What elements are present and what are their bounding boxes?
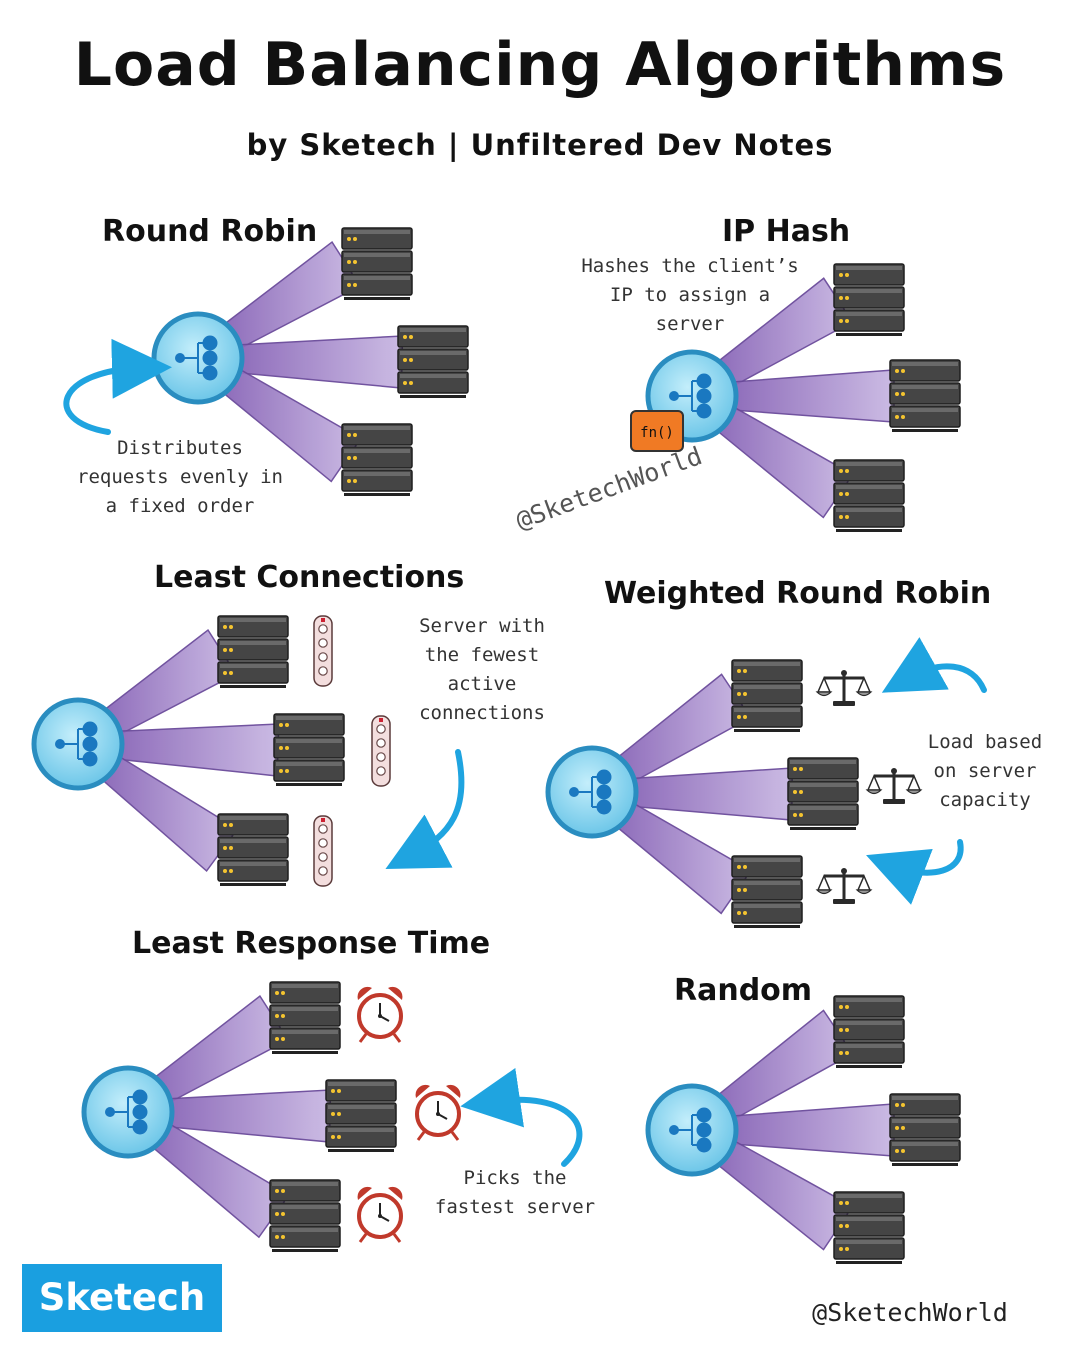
least-connections-server-rack-icon-1 bbox=[217, 615, 289, 688]
least-response-time-heading: Least Response Time bbox=[132, 926, 491, 961]
ip-hash-server-rack-icon-2 bbox=[889, 359, 961, 432]
balance-scale-icon-3 bbox=[815, 868, 873, 904]
social-handle: @SketechWorld bbox=[812, 1298, 1008, 1327]
power-strip-icon-3 bbox=[313, 815, 333, 887]
power-strip-icon-1 bbox=[313, 615, 333, 687]
least-response-time-curved-arrow-icon bbox=[460, 1067, 583, 1167]
round-robin-server-rack-icon-1 bbox=[341, 227, 413, 300]
least-connections-server-rack-icon-2 bbox=[273, 713, 345, 786]
weighted-round-robin-heading: Weighted Round Robin bbox=[604, 576, 992, 611]
random-server-rack-icon-1 bbox=[833, 995, 905, 1068]
random-server-rack-icon-2 bbox=[889, 1093, 961, 1166]
least-response-time-server-rack-icon-2 bbox=[325, 1079, 397, 1152]
weighted-bottom-curved-arrow-icon bbox=[866, 839, 964, 905]
ip-hash-note: Hashes the client’s IP to assign a serve… bbox=[581, 255, 799, 335]
least-response-time-server-rack-icon-1 bbox=[269, 981, 341, 1054]
page-subtitle: by Sketech | Unfiltered Dev Notes bbox=[246, 128, 834, 162]
round-robin-curved-arrow-icon bbox=[63, 338, 172, 435]
least-connections-network-hub-icon bbox=[31, 697, 125, 791]
round-robin-heading: Round Robin bbox=[102, 214, 318, 249]
alarm-clock-icon-3 bbox=[357, 1186, 403, 1243]
round-robin-server-rack-icon-3 bbox=[341, 423, 413, 496]
least-response-time-server-rack-icon-3 bbox=[269, 1179, 341, 1252]
weighted-round-robin-server-rack-icon-1 bbox=[731, 659, 803, 732]
ip-hash-server-rack-icon-1 bbox=[833, 263, 905, 336]
power-strip-icon-2 bbox=[371, 715, 391, 787]
least-connections-curved-arrow-icon bbox=[385, 749, 465, 869]
random-heading: Random bbox=[674, 973, 813, 1008]
round-robin-server-rack-icon-2 bbox=[397, 325, 469, 398]
least-connections-heading: Least Connections bbox=[154, 560, 465, 595]
balance-scale-icon-1 bbox=[815, 670, 873, 706]
random-network-hub-icon bbox=[645, 1083, 739, 1177]
round-robin-network-hub-icon bbox=[151, 311, 245, 405]
least-connections-server-rack-icon-3 bbox=[217, 813, 289, 886]
round-robin-note: Distributes requests evenly in a fixed o… bbox=[77, 437, 283, 517]
least-connections-note: Server with the fewest active connection… bbox=[419, 615, 545, 724]
least-response-time-note: Picks the fastest server bbox=[434, 1167, 596, 1218]
hash-function-badge: fn() bbox=[630, 410, 684, 452]
weighted-round-robin-network-hub-icon bbox=[545, 745, 639, 839]
weighted-top-curved-arrow-icon bbox=[881, 637, 987, 693]
weighted-round-robin-server-rack-icon-3 bbox=[731, 855, 803, 928]
alarm-clock-icon-2 bbox=[415, 1084, 461, 1141]
sketech-logo: Sketech bbox=[22, 1264, 222, 1332]
ip-hash-heading: IP Hash bbox=[722, 214, 851, 249]
ip-hash-server-rack-icon-3 bbox=[833, 459, 905, 532]
random-server-rack-icon-3 bbox=[833, 1191, 905, 1264]
weighted-round-robin-note: Load based on server capacity bbox=[927, 731, 1043, 811]
least-response-time-network-hub-icon bbox=[81, 1065, 175, 1159]
weighted-round-robin-server-rack-icon-2 bbox=[787, 757, 859, 830]
alarm-clock-icon-1 bbox=[357, 986, 403, 1043]
balance-scale-icon-2 bbox=[865, 768, 923, 804]
page-title: Load Balancing Algorithms bbox=[73, 30, 1007, 100]
